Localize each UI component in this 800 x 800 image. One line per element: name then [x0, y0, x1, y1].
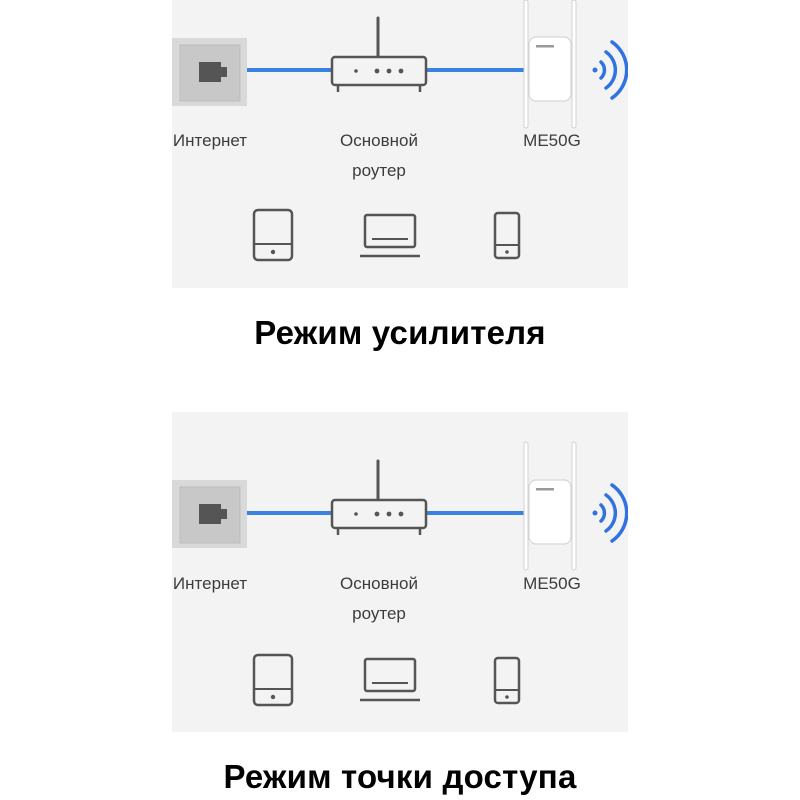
laptop-icon	[360, 213, 420, 258]
tablet-icon	[252, 653, 294, 707]
diagram-panel-repeater: Интернет Основной роутер ME50G	[172, 0, 628, 288]
main-router-label-line2: роутер	[352, 604, 406, 623]
network-scene	[172, 0, 628, 262]
phone-icon	[493, 211, 521, 260]
caption-repeater-mode: Режим усилителя	[254, 314, 546, 351]
wall-socket-icon	[172, 480, 247, 548]
internet-label: Интернет	[172, 131, 248, 150]
tablet-icon	[252, 208, 294, 262]
main-router-label: Основной	[340, 131, 418, 150]
diagram-panel-access-point: Интернет Основной роутер ME50G	[172, 412, 628, 732]
router-icon	[330, 16, 428, 92]
wifi-signal-icon	[592, 483, 628, 543]
extender-label: ME50G	[523, 131, 581, 150]
wall-socket-icon	[172, 38, 247, 106]
laptop-icon	[360, 657, 420, 702]
main-router-label: Основной	[340, 574, 418, 593]
network-scene	[172, 441, 628, 707]
range-extender-icon	[523, 0, 577, 129]
router-icon	[330, 459, 428, 535]
wifi-signal-icon	[592, 40, 628, 100]
caption-access-point-mode: Режим точки доступа	[223, 758, 577, 795]
extender-label: ME50G	[523, 574, 581, 593]
main-router-label-line2: роутер	[352, 161, 406, 180]
range-extender-icon	[523, 441, 577, 571]
internet-label: Интернет	[172, 574, 248, 593]
phone-icon	[493, 656, 521, 705]
